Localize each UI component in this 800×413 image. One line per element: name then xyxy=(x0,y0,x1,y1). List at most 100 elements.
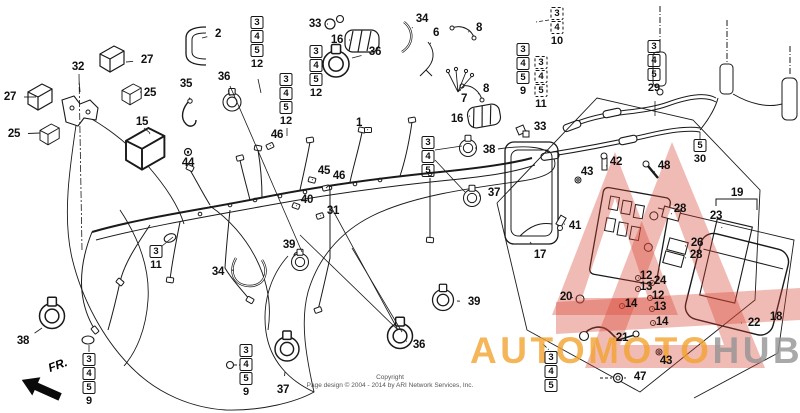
ref-box-4[interactable]: 4 xyxy=(82,367,96,380)
ref-box-3[interactable]: 3 xyxy=(550,7,564,20)
part-callout-37[interactable]: 37 xyxy=(276,384,290,396)
ref-box-4[interactable]: 4 xyxy=(550,21,564,34)
part-callout-43[interactable]: 43 xyxy=(580,166,594,178)
part-callout-33[interactable]: 33 xyxy=(533,121,547,133)
part-callout-31[interactable]: 31 xyxy=(326,205,340,217)
part-callout-16[interactable]: 16 xyxy=(330,34,344,46)
part-callout-18[interactable]: 18 xyxy=(769,311,783,323)
part-callout-35[interactable]: 35 xyxy=(179,78,193,90)
ref-box-3[interactable]: 3 xyxy=(647,40,661,53)
part-callout-34[interactable]: 34 xyxy=(415,13,429,25)
ref-box-3[interactable]: 3 xyxy=(516,43,530,56)
ref-box-3[interactable]: 3 xyxy=(309,45,323,58)
ref-box-4[interactable]: 4 xyxy=(647,54,661,67)
part-callout-20[interactable]: 20 xyxy=(559,291,573,303)
ref-box-4[interactable]: 4 xyxy=(534,70,548,83)
ref-box-3[interactable]: 3 xyxy=(421,136,435,149)
ref-box-3[interactable]: 3 xyxy=(250,16,264,29)
part-callout-14[interactable]: 14 xyxy=(655,316,669,328)
part-callout-8[interactable]: 8 xyxy=(482,83,490,95)
part-callout-37[interactable]: 37 xyxy=(487,187,501,199)
ref-box-5[interactable]: 5 xyxy=(544,379,558,392)
part-callout-36[interactable]: 36 xyxy=(368,46,382,58)
ref-box-5[interactable]: 5 xyxy=(250,44,264,57)
ref-box-5[interactable]: 5 xyxy=(534,84,548,97)
part-callout-27[interactable]: 27 xyxy=(140,54,154,66)
part-callout-28[interactable]: 28 xyxy=(673,203,687,215)
part-callout-23[interactable]: 23 xyxy=(709,210,723,222)
ref-box-3[interactable]: 3 xyxy=(544,351,558,364)
part-callout-25[interactable]: 25 xyxy=(7,128,21,140)
part-callout-16[interactable]: 16 xyxy=(450,113,464,125)
ref-box-5[interactable]: 5 xyxy=(693,139,707,152)
part-callout-39[interactable]: 39 xyxy=(282,239,296,251)
part-callout-12[interactable]: 12 xyxy=(651,290,665,302)
part-callout-33[interactable]: 33 xyxy=(308,18,322,30)
part-callout-44[interactable]: 44 xyxy=(181,157,195,169)
ref-box-4[interactable]: 4 xyxy=(516,57,530,70)
part-callout-39[interactable]: 39 xyxy=(467,296,481,308)
ref-box-4[interactable]: 4 xyxy=(421,150,435,163)
part-callout-27[interactable]: 27 xyxy=(3,91,17,103)
part-callout-2[interactable]: 2 xyxy=(214,28,222,40)
part-callout-1[interactable]: 1 xyxy=(355,117,363,129)
part-callout-25[interactable]: 25 xyxy=(143,87,157,99)
part-callout-26[interactable]: 26 xyxy=(690,237,704,249)
part-callout-21[interactable]: 21 xyxy=(615,332,629,344)
ref-box-5[interactable]: 5 xyxy=(279,101,293,114)
part-callout-47[interactable]: 47 xyxy=(633,371,647,383)
ref-box-5[interactable]: 5 xyxy=(647,68,661,81)
part-callout-12[interactable]: 12 xyxy=(639,270,653,282)
ref-box-3[interactable]: 3 xyxy=(149,245,163,258)
ref-box-4[interactable]: 4 xyxy=(239,358,253,371)
part-callout-13[interactable]: 13 xyxy=(639,281,653,293)
part-callout-45[interactable]: 45 xyxy=(317,165,331,177)
part-callout-8[interactable]: 8 xyxy=(475,22,483,34)
part-callout-38[interactable]: 38 xyxy=(482,144,496,156)
ref-box-5[interactable]: 5 xyxy=(516,71,530,84)
part-callout-38[interactable]: 38 xyxy=(16,335,30,347)
part-callout-15[interactable]: 15 xyxy=(135,116,149,128)
ref-box-3[interactable]: 3 xyxy=(534,56,548,69)
part-callout-24[interactable]: 24 xyxy=(653,275,667,287)
ref-box-3[interactable]: 3 xyxy=(239,344,253,357)
part-callout-42[interactable]: 42 xyxy=(609,156,623,168)
part-callout-48[interactable]: 48 xyxy=(657,160,671,172)
part-callout-17[interactable]: 17 xyxy=(533,249,547,261)
ref-box-4[interactable]: 4 xyxy=(309,59,323,72)
part-callout-36[interactable]: 36 xyxy=(217,71,231,83)
part-callout-6[interactable]: 6 xyxy=(432,27,440,39)
ref-box-3[interactable]: 3 xyxy=(279,73,293,86)
ref-box-3[interactable]: 3 xyxy=(82,353,96,366)
part-callout-7[interactable]: 7 xyxy=(460,93,468,105)
part-callout-36[interactable]: 36 xyxy=(412,339,426,351)
part-callout-41[interactable]: 41 xyxy=(568,220,582,232)
part-callout-46[interactable]: 46 xyxy=(332,170,346,182)
part-callout-40[interactable]: 40 xyxy=(300,194,314,206)
part-callout-34[interactable]: 34 xyxy=(211,266,225,278)
ref-box-4[interactable]: 4 xyxy=(250,30,264,43)
part-callout-28[interactable]: 28 xyxy=(689,249,703,261)
part-callout-43[interactable]: 43 xyxy=(659,355,673,367)
part-callout-32[interactable]: 32 xyxy=(71,61,85,73)
part-callout-46[interactable]: 46 xyxy=(270,129,284,141)
ref-box-5[interactable]: 5 xyxy=(82,381,96,394)
ref-box-5[interactable]: 5 xyxy=(309,73,323,86)
ref-box-5[interactable]: 5 xyxy=(421,164,435,177)
part-callout-22[interactable]: 22 xyxy=(747,317,761,329)
part-callout-14[interactable]: 14 xyxy=(624,298,638,310)
part-callout-13[interactable]: 13 xyxy=(653,301,667,313)
